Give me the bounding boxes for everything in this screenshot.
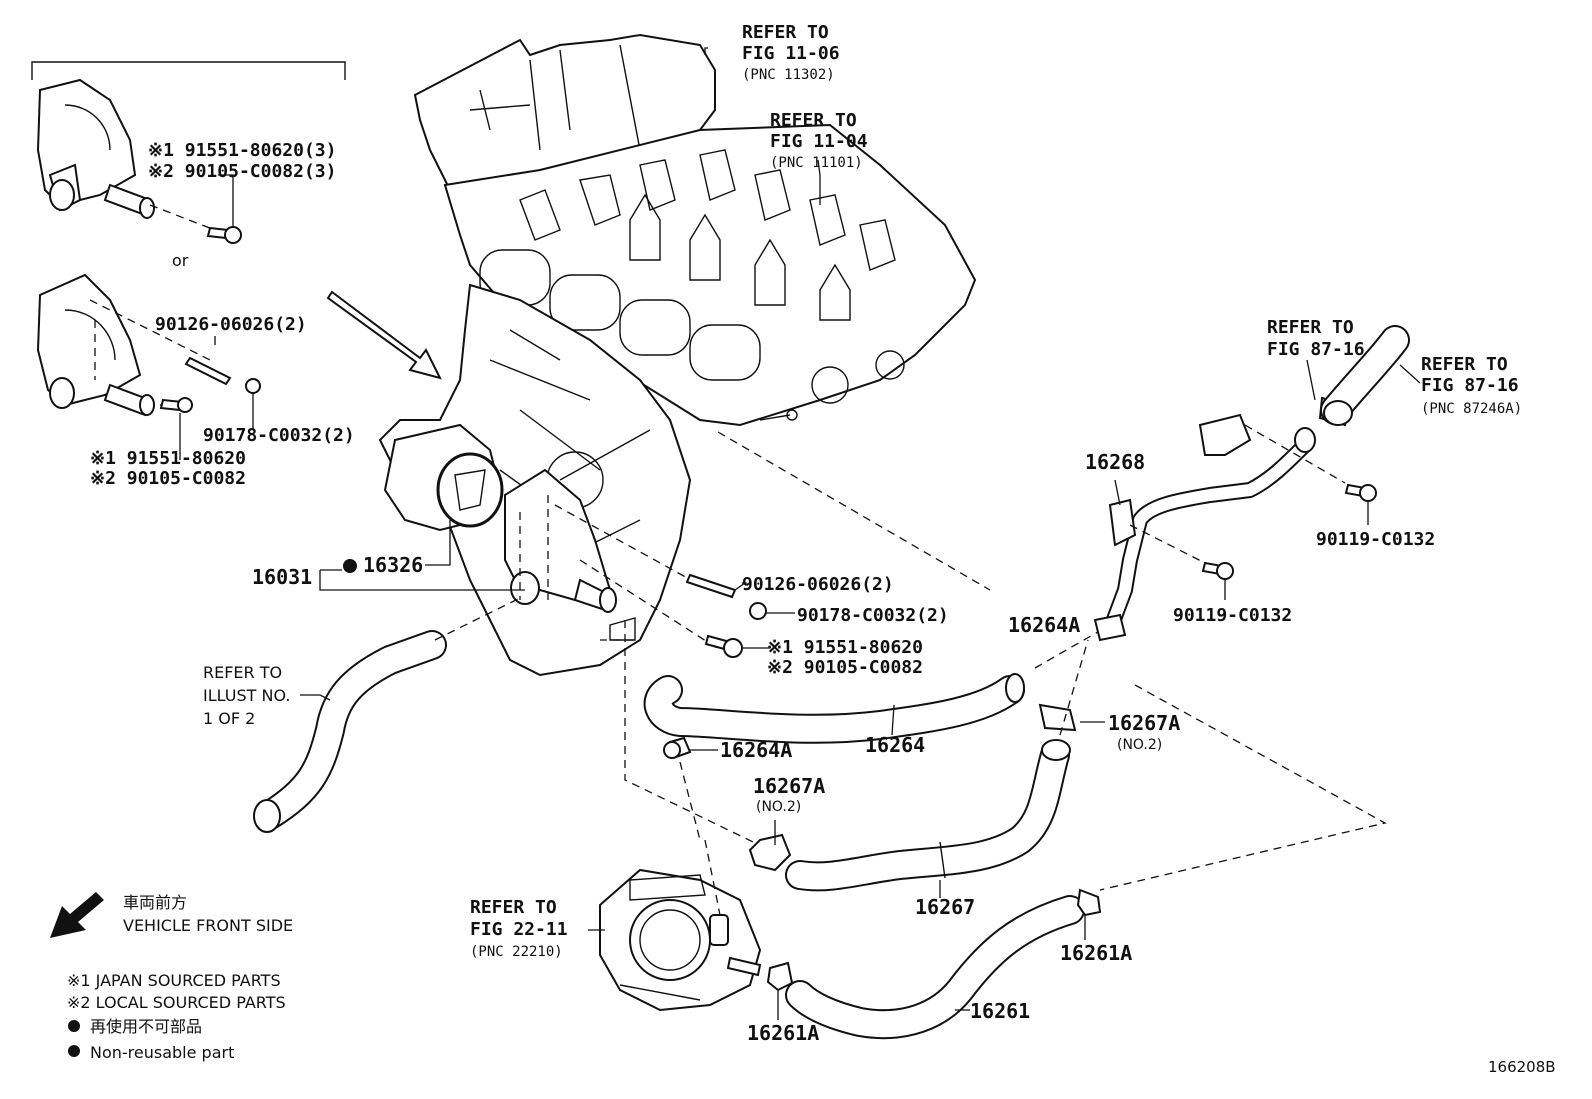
part-label: ※2 90105-C0082: [90, 468, 246, 489]
inset-outlet-a: [36, 78, 242, 244]
ref-line: (PNC 22210): [470, 944, 563, 960]
ref-illust-1-of-2: REFER TO ILLUST NO. 1 OF 2: [203, 663, 290, 728]
ref-line: REFER TO: [770, 110, 857, 131]
hose-16261: [766, 888, 1102, 1040]
throttle-body: [588, 839, 762, 1012]
ref-line: 1 OF 2: [203, 709, 255, 728]
legend-note-2: ※2 LOCAL SOURCED PARTS: [67, 993, 286, 1012]
part-label: 16267: [915, 895, 975, 919]
part-label: ※2 90105-C0082: [767, 657, 923, 678]
part-label: 16267A: [753, 774, 825, 798]
ref-line: FIG 87-16: [1267, 339, 1365, 360]
part-label: 16268: [1085, 450, 1145, 474]
part-label: ※1 91551-80620: [90, 448, 246, 469]
part-sublabel: (NO.2): [756, 799, 801, 815]
direction-arrow: [326, 290, 442, 380]
part-label: 16261A: [747, 1021, 819, 1045]
ref-line: REFER TO: [1421, 354, 1508, 375]
part-label: 16031: [252, 565, 312, 589]
ref-line: FIG 22-11: [470, 919, 568, 940]
pipe-16268: [1093, 325, 1421, 642]
ref-line: ILLUST NO.: [203, 686, 290, 705]
ref-fig-87-16-b: REFER TO FIG 87-16 (PNC 87246A): [1421, 354, 1522, 417]
figure-id: 166208B: [1488, 1058, 1556, 1076]
ref-fig-87-16-a: REFER TO FIG 87-16: [1267, 317, 1365, 360]
ref-line: FIG 11-06: [742, 43, 840, 64]
part-label: 90178-C0032(2): [203, 425, 355, 446]
legend-front-jp: 車両前方: [123, 893, 187, 912]
bullet-icon: [68, 1020, 80, 1032]
legend: 車両前方 VEHICLE FRONT SIDE ※1 JAPAN SOURCED…: [50, 892, 293, 1062]
part-label: 16267A: [1108, 711, 1180, 735]
part-label: 16261A: [1060, 941, 1132, 965]
part-label: 16326: [363, 553, 423, 577]
legend-nonreuse-en: Non-reusable part: [90, 1043, 234, 1062]
vehicle-front-arrow-icon: [50, 892, 104, 938]
part-label: 16261: [970, 999, 1030, 1023]
ref-line: FIG 11-04: [770, 131, 868, 152]
ref-line: FIG 87-16: [1421, 375, 1519, 396]
hose-to-illust-1: [253, 597, 521, 833]
bullet-icon: [68, 1045, 80, 1057]
inset-outlet-b: [36, 273, 261, 460]
part-label: 90178-C0032(2): [797, 605, 949, 626]
hose-16267: [748, 624, 1387, 892]
part-label: 16264A: [720, 738, 792, 762]
ref-fig-11-04: REFER TO FIG 11-04 (PNC 11101): [770, 110, 868, 171]
part-label: 16264A: [1008, 613, 1080, 637]
ref-line: REFER TO: [742, 22, 829, 43]
part-label: ※2 90105-C0082(3): [148, 161, 336, 182]
ref-fig-22-11: REFER TO FIG 22-11 (PNC 22210): [470, 897, 568, 960]
engine-assembly: [378, 33, 977, 677]
part-sublabel: (NO.2): [1117, 737, 1162, 753]
ref-line: REFER TO: [470, 897, 557, 918]
ref-line: (PNC 87246A): [1421, 401, 1522, 417]
legend-note-1: ※1 JAPAN SOURCED PARTS: [67, 971, 281, 990]
or-label: or: [172, 251, 189, 270]
ref-line: REFER TO: [203, 663, 282, 682]
part-label: ※1 91551-80620(3): [148, 140, 336, 161]
part-label: ※1 91551-80620: [767, 637, 923, 658]
ref-line: REFER TO: [1267, 317, 1354, 338]
main-fasteners: [519, 431, 991, 856]
part-label: 90119-C0132: [1173, 605, 1292, 626]
hose-16264: [643, 673, 1025, 841]
leader-lines: [319, 47, 1105, 1020]
part-label: 90119-C0132: [1316, 529, 1435, 550]
ref-fig-11-06: REFER TO FIG 11-06 (PNC 11302): [742, 22, 840, 83]
non-reusable-bullet: [343, 559, 357, 573]
part-label: 90126-06026(2): [742, 574, 894, 595]
part-label: 16264: [865, 733, 925, 757]
legend-nonreuse-jp: 再使用不可部品: [90, 1017, 202, 1036]
ref-line: (PNC 11302): [742, 67, 835, 83]
part-label: 90126-06026(2): [155, 314, 307, 335]
inset-bracket: [31, 61, 346, 80]
legend-front-en: VEHICLE FRONT SIDE: [123, 916, 293, 935]
ref-line: (PNC 11101): [770, 155, 863, 171]
